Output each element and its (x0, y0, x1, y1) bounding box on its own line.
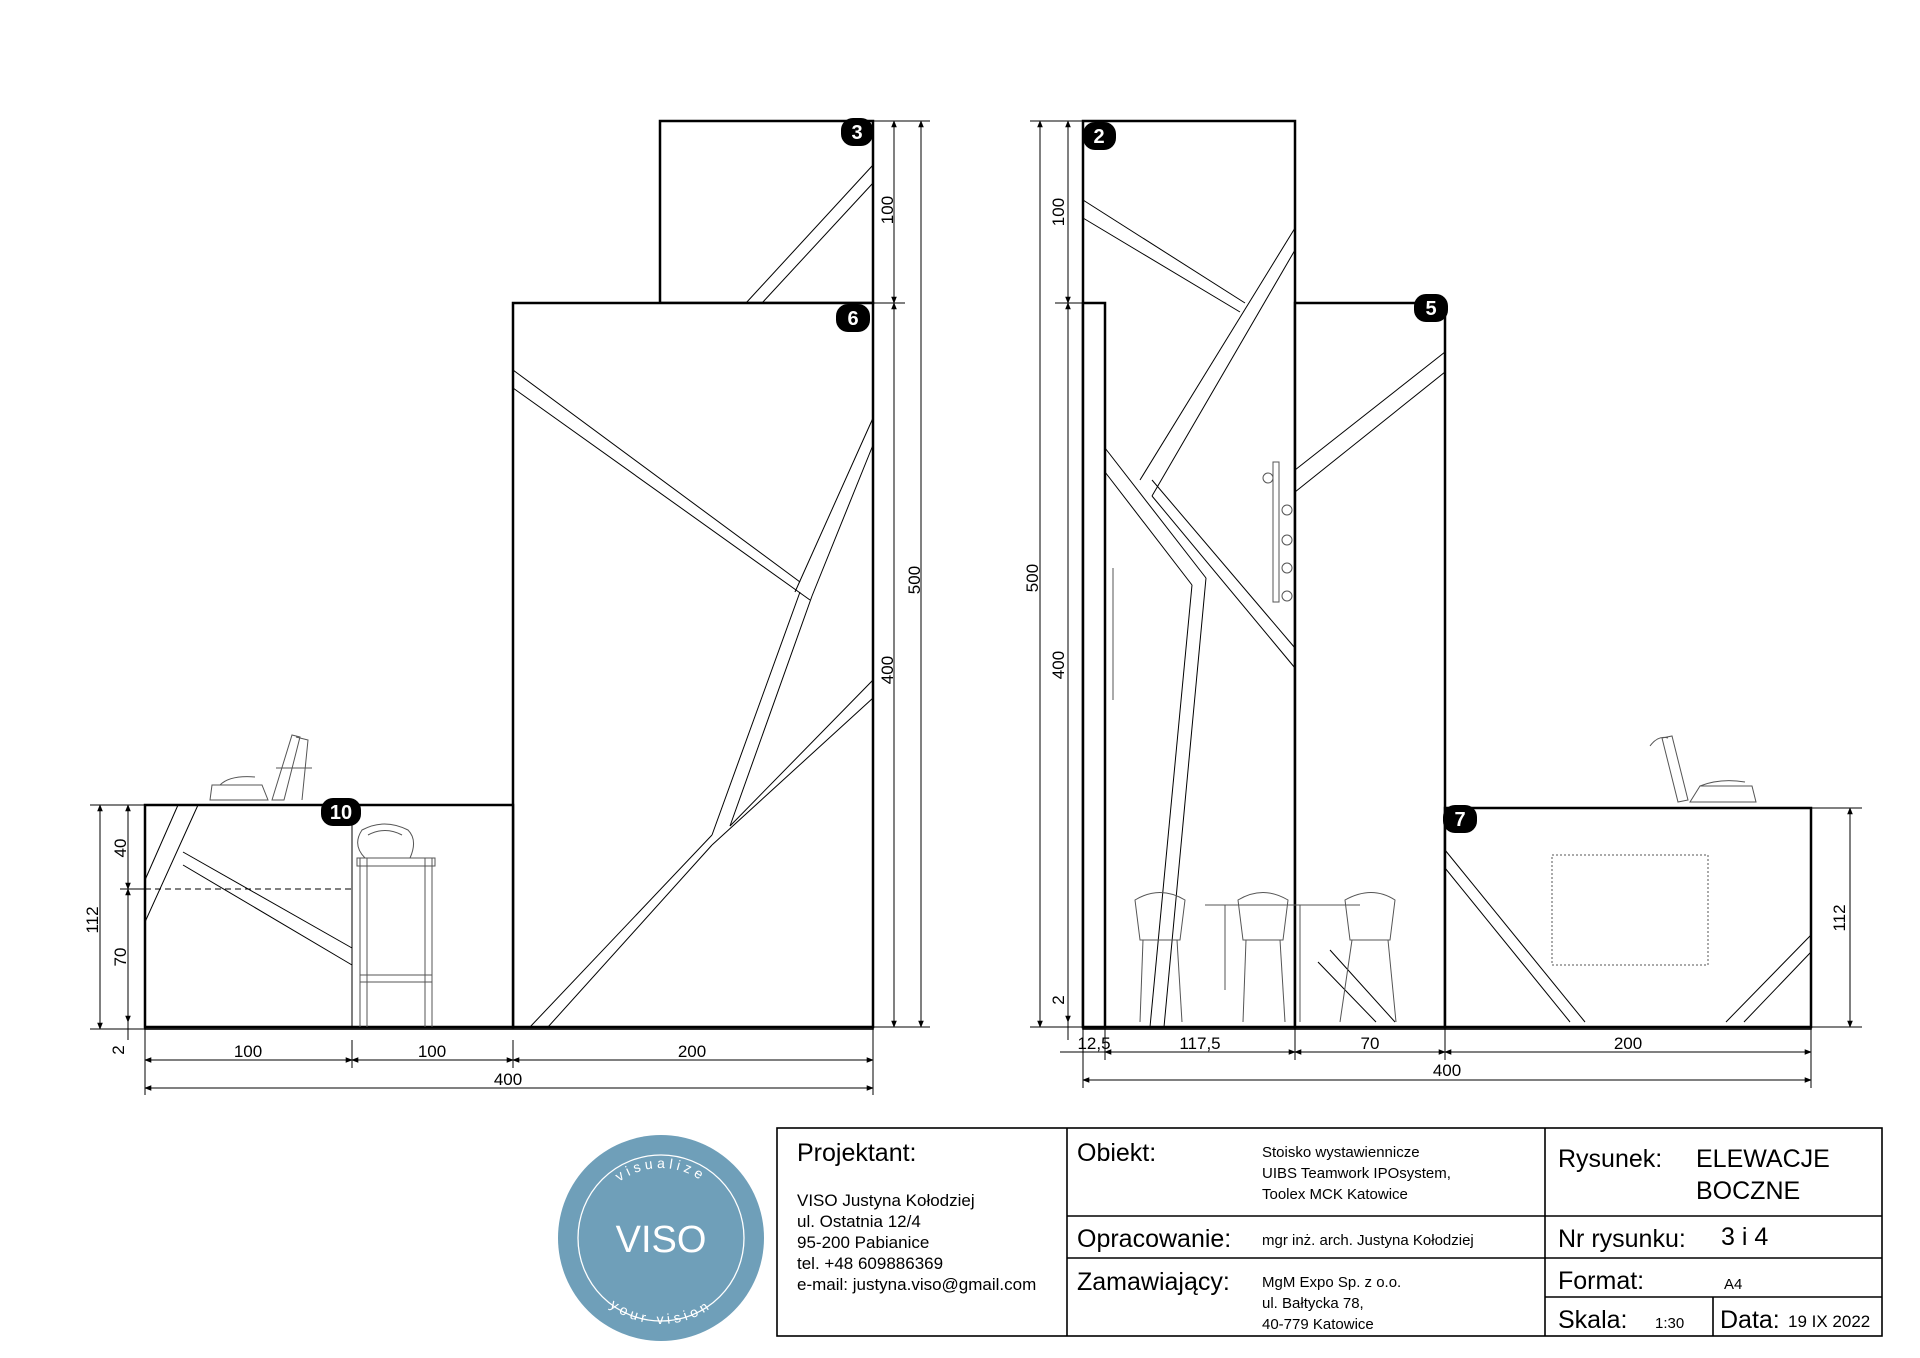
client-label: Zamawiający: (1077, 1268, 1230, 1296)
chairs-and-table (1134, 892, 1397, 1023)
dim-112-r: 112 (1830, 904, 1849, 931)
dim-100-top: 100 (878, 196, 897, 224)
designer-line-4: tel. +48 609886369 (797, 1254, 943, 1273)
object-line-1: Stoisko wystawiennicze (1262, 1144, 1420, 1161)
panel-10-stripes (144, 804, 353, 966)
spotlight-track (1262, 461, 1293, 603)
date-value: 19 IX 2022 (1788, 1312, 1870, 1331)
dim-bottom-200: 200 (678, 1042, 706, 1061)
dim-400-bottom-r: 400 (1433, 1061, 1461, 1080)
prepared-value: mgr inż. arch. Justyna Kołodziej (1262, 1232, 1474, 1249)
panel-3 (658, 119, 875, 305)
format-value: A4 (1724, 1276, 1742, 1293)
panel-6 (511, 301, 875, 1029)
badge-6: 6 (836, 304, 870, 332)
svg-text:2: 2 (1093, 126, 1104, 148)
number-value: 3 i 4 (1721, 1223, 1768, 1251)
svg-text:5: 5 (1425, 298, 1436, 320)
svg-text:3: 3 (851, 122, 862, 144)
drawing-line-1: ELEWACJE (1696, 1145, 1830, 1173)
counter-monitor-right (1649, 735, 1757, 803)
dim-2: 2 (109, 1045, 128, 1054)
dim-2-r: 2 (1049, 995, 1068, 1004)
object-line-2: UIBS Teamwork IPOsystem, (1262, 1165, 1451, 1182)
designer-line-5: e-mail: justyna.viso@gmail.com (797, 1275, 1036, 1294)
left-elevation: 3 6 10 100 500 400 (83, 118, 930, 1095)
counter-graphic-box (1551, 854, 1709, 966)
bar-stool (356, 823, 436, 1027)
panel-7 (1443, 806, 1813, 1029)
badge-10: 10 (321, 798, 361, 826)
designer-line-2: ul. Ostatnia 12/4 (797, 1212, 921, 1231)
svg-text:10: 10 (330, 802, 352, 824)
format-label: Format: (1558, 1267, 1644, 1295)
right-elevation: 2 5 7 100 500 400 2 112 (1023, 119, 1862, 1088)
dim-bottom-100a: 100 (234, 1042, 262, 1061)
badge-2: 2 (1083, 122, 1116, 150)
dim-100-r: 100 (1049, 198, 1068, 226)
right-dims-bottom (1060, 1029, 1812, 1088)
panel-6-stripes (512, 369, 874, 1028)
drawing-label: Rysunek: (1558, 1145, 1662, 1173)
dim-70: 70 (111, 948, 130, 967)
badge-3: 3 (841, 118, 873, 146)
client-line-3: 40-779 Katowice (1262, 1316, 1374, 1333)
drawing-line-2: BOCZNE (1696, 1177, 1800, 1205)
scale-label: Skala: (1558, 1306, 1627, 1334)
prepared-label: Opracowanie: (1077, 1225, 1231, 1253)
designer-line-1: VISO Justyna Kołodziej (797, 1191, 975, 1210)
panel-5-stripes (1294, 351, 1446, 1023)
badge-5: 5 (1414, 294, 1448, 322)
dim-bottom-400: 400 (494, 1070, 522, 1089)
dim-500: 500 (905, 566, 924, 594)
panel-2-stripes (1082, 199, 1296, 1028)
panel-10 (143, 803, 515, 1029)
right-dims-left (1030, 120, 1083, 1040)
left-dims-right (873, 120, 930, 1028)
client-line-1: MgM Expo Sp. z o.o. (1262, 1274, 1401, 1291)
client-line-2: ul. Bałtycka 78, (1262, 1295, 1364, 1312)
dim-400-r: 400 (1049, 651, 1068, 679)
panel-5 (1293, 301, 1447, 1029)
object-label: Obiekt: (1077, 1139, 1156, 1167)
right-dims-right (1811, 807, 1862, 1028)
side-wall (1081, 301, 1107, 1029)
date-label: Data: (1720, 1306, 1780, 1334)
dim-200-r: 200 (1614, 1034, 1642, 1053)
panel-7-stripes (1444, 849, 1812, 1023)
title-block: Projektant: VISO Justyna Kołodziej ul. O… (776, 1127, 1883, 1337)
dim-112: 112 (83, 906, 102, 933)
designer-label: Projektant: (797, 1139, 917, 1167)
number-label: Nr rysunku: (1558, 1225, 1686, 1253)
dim-12-5: 12,5 (1077, 1034, 1110, 1053)
scale-value: 1:30 (1655, 1315, 1684, 1332)
panel-3-stripes (745, 164, 874, 304)
left-dims-left (90, 804, 145, 1040)
dim-500-r: 500 (1023, 564, 1042, 592)
dim-400: 400 (878, 656, 897, 684)
counter-monitor (209, 734, 312, 801)
left-dims-bottom (144, 1029, 874, 1095)
dim-117-5: 117,5 (1179, 1034, 1220, 1053)
svg-text:6: 6 (847, 308, 858, 330)
logo-text: VISO (616, 1219, 707, 1261)
panel-2 (1081, 119, 1297, 1029)
dim-40: 40 (111, 839, 130, 858)
dim-bottom-100b: 100 (418, 1042, 446, 1061)
dim-70-r: 70 (1361, 1034, 1380, 1053)
svg-text:7: 7 (1454, 809, 1465, 831)
viso-logo: visualize your vision VISO (558, 1135, 764, 1341)
badge-7: 7 (1443, 805, 1477, 833)
object-line-3: Toolex MCK Katowice (1262, 1186, 1408, 1203)
designer-line-3: 95-200 Pabianice (797, 1233, 929, 1252)
